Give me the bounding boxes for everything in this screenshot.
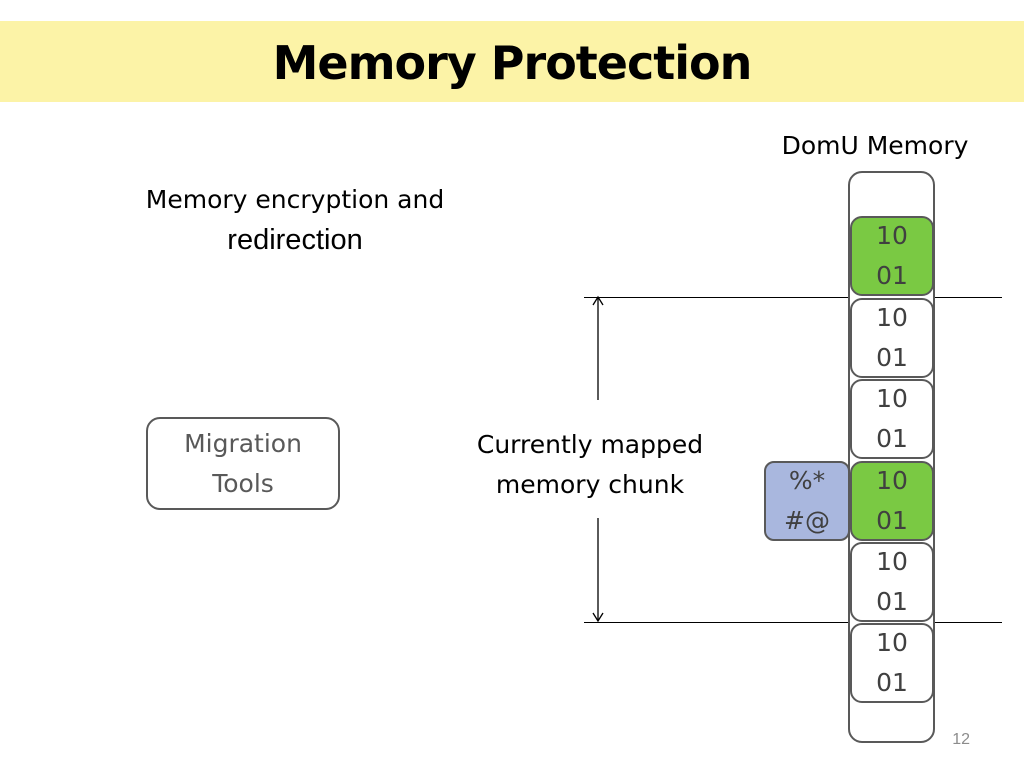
- chunk-line-1: Currently mapped: [476, 430, 704, 459]
- encrypted-block: %* #@: [764, 461, 850, 541]
- subtitle-line-1: Memory encryption and: [145, 185, 445, 214]
- domu-memory-heading: DomU Memory: [781, 131, 969, 160]
- migration-tools-box: Migration Tools: [146, 417, 340, 510]
- chunk-line-2: memory chunk: [495, 470, 685, 499]
- slide-title: Memory Protection: [272, 36, 753, 90]
- subtitle-line-2: redirection: [227, 224, 363, 256]
- memory-cell: 10 01: [850, 379, 934, 459]
- mapped-chunk-label: Currently mapped memory chunk: [440, 425, 740, 505]
- memory-cell: 10 01: [850, 298, 934, 378]
- tools-line-2: Tools: [212, 468, 274, 498]
- title-band: [0, 21, 1024, 102]
- chunk-top-line: [584, 297, 1002, 298]
- memory-cell: 10 01: [850, 461, 934, 541]
- memory-cell: 10 01: [850, 623, 934, 703]
- subtitle: Memory encryption and redirection: [110, 180, 480, 260]
- chunk-span-arrow: [592, 295, 604, 623]
- memory-cell: 10 01: [850, 216, 934, 296]
- page-number: 12: [952, 731, 970, 748]
- memory-cell: 10 01: [850, 542, 934, 622]
- chunk-bottom-line: [584, 622, 1002, 623]
- tools-line-1: Migration: [184, 428, 302, 458]
